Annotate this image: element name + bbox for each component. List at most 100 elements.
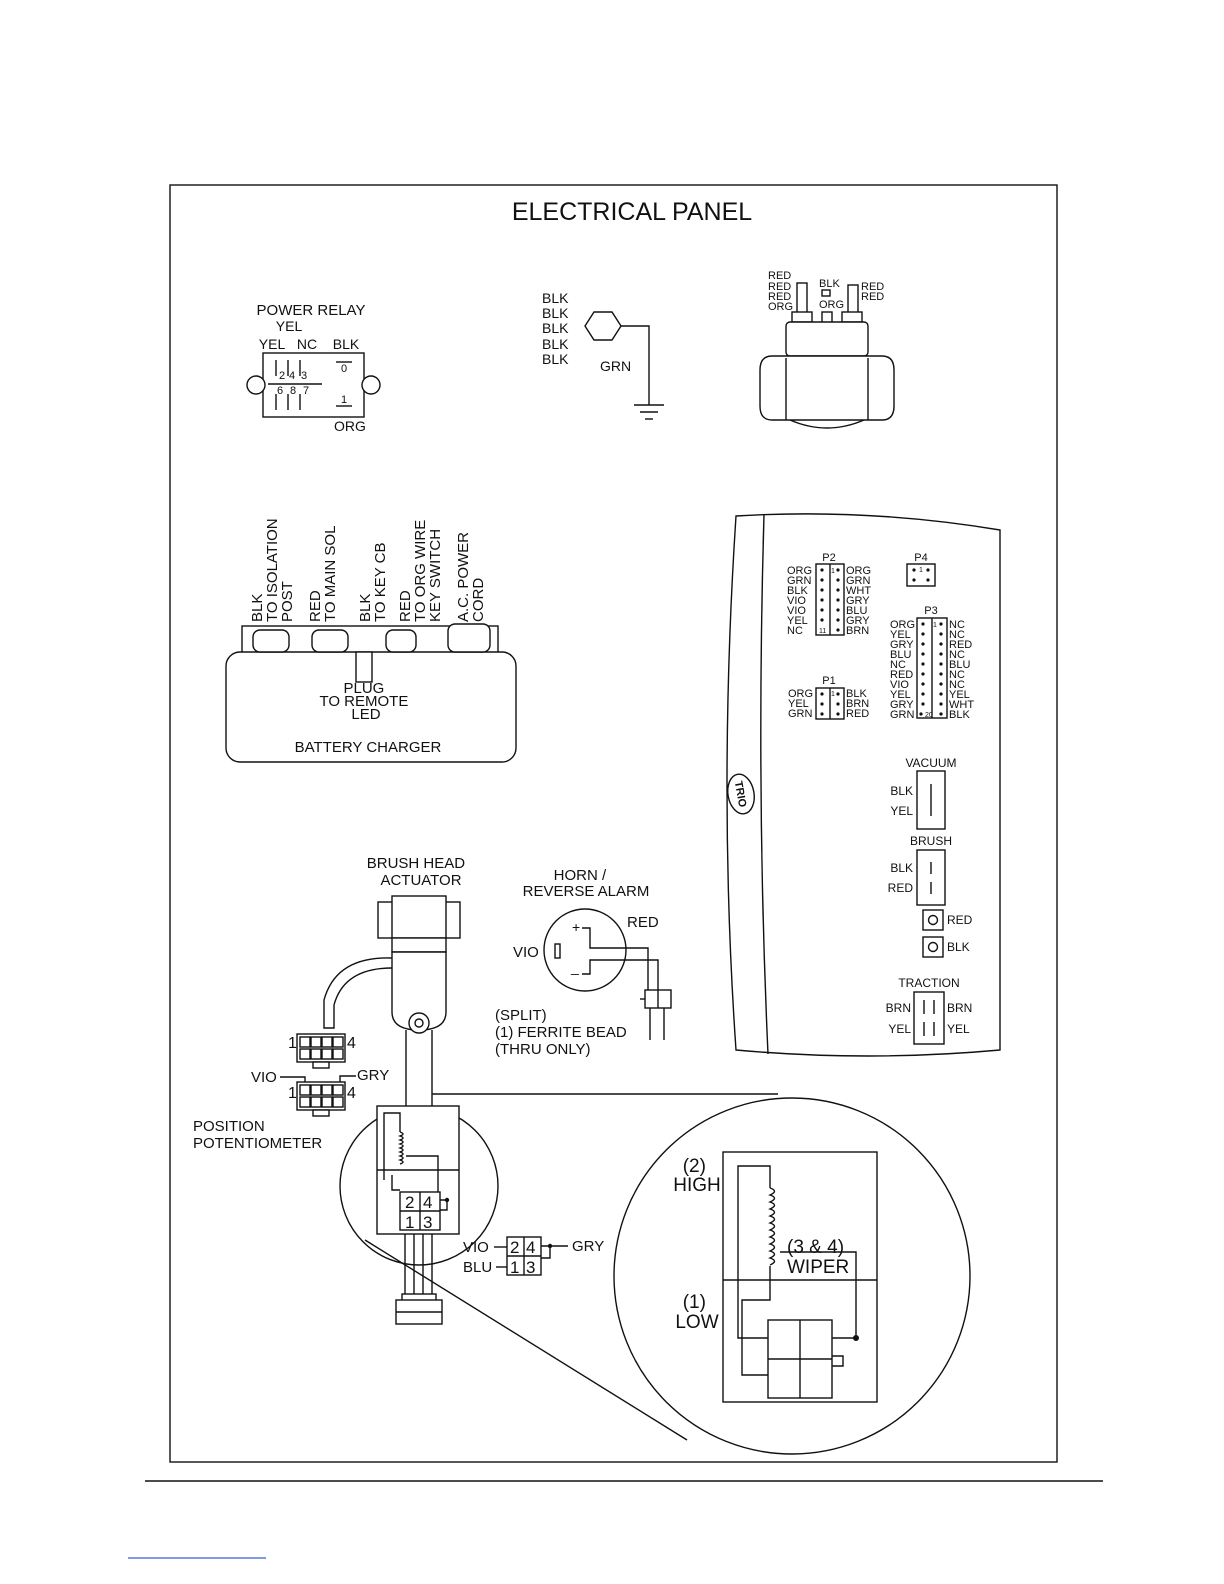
ext-pin: 2: [510, 1238, 519, 1257]
conn2-left: 1: [288, 1085, 297, 1102]
svg-text:YEL: YEL: [788, 698, 809, 710]
charger-label: RED TO MAIN SOL: [307, 526, 339, 622]
solenoid-left-label: RED: [768, 270, 791, 282]
p4-label: P4: [914, 552, 927, 564]
ground-block: BLK BLK BLK BLK BLK GRN: [542, 290, 664, 420]
svg-text:GRY: GRY: [846, 595, 870, 607]
horn-red: RED: [627, 914, 659, 931]
charger-label: BLK TO KEY CB: [357, 543, 389, 622]
svg-text:YEL: YEL: [787, 615, 808, 627]
ground-wire-label: BLK: [542, 336, 569, 352]
svg-text:BRN: BRN: [846, 625, 869, 637]
charger-label: A.C. POWER CORD: [455, 528, 487, 622]
power-relay-pin: 2: [279, 370, 285, 382]
traction-wire-label: YEL: [947, 1022, 970, 1036]
horn-vio: VIO: [513, 944, 539, 961]
svg-text:NC: NC: [949, 669, 965, 681]
panel-frame: [169, 184, 1058, 1463]
power-relay-yel-top: YEL: [276, 318, 303, 334]
ground-grn-label: GRN: [600, 358, 631, 374]
svg-text:GRY: GRY: [846, 615, 870, 627]
svg-text:ORG: ORG: [787, 565, 812, 577]
ext-blu: BLU: [463, 1259, 492, 1276]
svg-text:NC: NC: [949, 649, 965, 661]
power-relay-nc: NC: [297, 336, 317, 352]
actuator-title: BRUSH HEAD ACTUATOR: [367, 855, 470, 889]
vacuum-wire-label: YEL: [890, 804, 913, 818]
ext-gry: GRY: [572, 1238, 604, 1255]
solenoid-left-label: ORG: [768, 301, 793, 313]
svg-text:RED: RED: [846, 708, 869, 720]
horn-note: (SPLIT) (1) FERRITE BEAD (THRU ONLY): [495, 1007, 631, 1058]
power-relay-org: ORG: [334, 418, 366, 434]
traction-wire-label: BRN: [947, 1001, 972, 1015]
stud-label: RED: [947, 913, 973, 927]
conn1-left: 1: [288, 1035, 297, 1052]
controller: TRIO P2 ORG GRN BLK VIO VIO YEL NC ORG G…: [726, 513, 1001, 1057]
svg-text:GRY: GRY: [890, 699, 914, 711]
battery-charger: BLK TO ISOLATION POST RED TO MAIN SOL BL…: [225, 514, 517, 763]
power-relay: POWER RELAY YEL YEL NC BLK 2 4 3 6 8 7 0…: [246, 302, 381, 434]
svg-text:WHT: WHT: [949, 699, 974, 711]
svg-text:NC: NC: [787, 625, 803, 637]
svg-text:YEL: YEL: [949, 689, 970, 701]
solenoid-right-label: RED: [861, 291, 884, 303]
power-relay-pin: 4: [289, 370, 295, 382]
svg-text:RED: RED: [949, 639, 972, 651]
svg-text:NC: NC: [949, 619, 965, 631]
p1-left-labels: ORG YEL GRN: [788, 688, 813, 720]
ground-wire-label: BLK: [542, 351, 569, 367]
detail-wiper: (3 & 4) WIPER: [787, 1237, 849, 1278]
p2-pin-first: 1: [831, 568, 835, 575]
svg-text:BLK: BLK: [787, 585, 808, 597]
svg-text:BLK: BLK: [846, 688, 867, 700]
power-relay-pin: 6: [277, 385, 283, 397]
brush-wire-label: RED: [888, 881, 914, 895]
brush-label: BRUSH: [910, 834, 952, 848]
traction-wire-label: YEL: [888, 1022, 911, 1036]
power-relay-yel: YEL: [259, 336, 286, 352]
ext-vio: VIO: [463, 1239, 489, 1256]
svg-text:GRN: GRN: [890, 709, 915, 721]
horn-reverse-alarm: HORN / REVERSE ALARM VIO + _ RED (SPLIT)…: [495, 867, 672, 1058]
svg-text:RED: RED: [890, 669, 913, 681]
horn-plus: +: [572, 919, 580, 935]
svg-text:ORG: ORG: [788, 688, 813, 700]
brush-wire-label: BLK: [890, 861, 913, 875]
pot-pin: 3: [423, 1213, 432, 1232]
vacuum-label: VACUUM: [905, 756, 956, 770]
p1-label: P1: [822, 675, 835, 687]
svg-text:BLU: BLU: [890, 649, 911, 661]
svg-text:NC: NC: [949, 629, 965, 641]
detail-high: (2) HIGH: [673, 1156, 721, 1196]
p1-pin-first: 1: [831, 691, 835, 698]
svg-text:ORG: ORG: [846, 565, 871, 577]
vacuum-wire-label: BLK: [890, 784, 913, 798]
svg-text:BLK: BLK: [949, 709, 970, 721]
ground-wire-label: BLK: [542, 320, 569, 336]
stud-label: BLK: [947, 940, 970, 954]
svg-text:NC: NC: [890, 659, 906, 671]
solenoid-left-label: RED: [768, 281, 791, 293]
p3-left-labels: ORG YEL GRY BLU NC RED VIO YEL GRY GRN: [890, 619, 915, 721]
solenoid-center-top: BLK: [819, 278, 840, 290]
svg-text:GRY: GRY: [890, 639, 914, 651]
p2-label: P2: [822, 552, 835, 564]
p3-label: P3: [924, 605, 937, 617]
charger-label: RED TO ORG WIRE KEY SWITCH: [397, 516, 444, 622]
pot-pin: 1: [405, 1213, 414, 1232]
p2-pin-last: 11: [819, 628, 826, 635]
svg-text:YEL: YEL: [890, 689, 911, 701]
charger-label: BLK TO ISOLATION POST: [249, 514, 296, 622]
traction-wire-label: BRN: [886, 1001, 911, 1015]
pot-pin: 4: [423, 1193, 432, 1212]
ground-wire-label: BLK: [542, 305, 569, 321]
svg-text:VIO: VIO: [890, 679, 909, 691]
power-relay-title: POWER RELAY: [257, 302, 366, 319]
potentiometer-label: POSITION POTENTIOMETER: [193, 1118, 322, 1152]
solenoid-left-label: RED: [768, 291, 791, 303]
svg-text:BLU: BLU: [846, 605, 867, 617]
horn-title: HORN / REVERSE ALARM: [523, 867, 650, 900]
conn1-right: 4: [347, 1035, 356, 1052]
p3-right-labels: NC NC RED NC BLU NC NC YEL WHT BLK: [949, 619, 974, 721]
